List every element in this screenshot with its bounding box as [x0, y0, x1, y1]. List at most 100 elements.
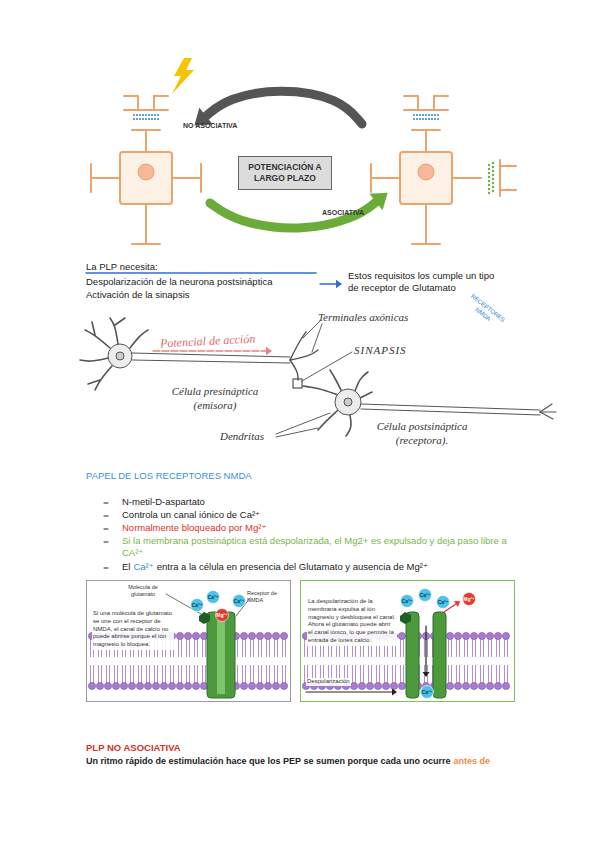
part-name: Terminales axónicas [318, 310, 408, 324]
dendrite [110, 318, 118, 344]
axon-terminal [290, 332, 306, 360]
neuron-line [137, 96, 139, 110]
axon [361, 409, 540, 415]
ion-label: Ca²⁺ [418, 588, 432, 602]
vesicle-dot [157, 118, 159, 120]
dendrite [95, 366, 112, 390]
lipid-head [272, 632, 279, 639]
ion-shape [437, 596, 450, 609]
lipid-head [184, 632, 191, 639]
vesicle-dot [416, 118, 418, 120]
bullet-text: El [122, 561, 130, 573]
vesicle-dot [488, 188, 490, 190]
vesicle-dot [422, 118, 424, 120]
bullet-text: Ca²⁺ [133, 561, 153, 573]
vesicle-dot [148, 118, 150, 120]
lipid-head [256, 632, 263, 639]
ion-shape [421, 686, 434, 699]
lipid-head [88, 682, 95, 689]
lipid-head [494, 632, 501, 639]
nmda-channel [433, 612, 446, 698]
lipid-head [502, 632, 509, 639]
vesicle-dot [154, 118, 156, 120]
vesicle-dot [133, 118, 135, 120]
vesicle-dot [151, 118, 153, 120]
neuron-nucleus [138, 164, 154, 180]
curved-arrow [210, 202, 376, 228]
neuron-line [132, 243, 160, 245]
vesicle-dot [492, 162, 494, 164]
neuron-nucleus [418, 164, 434, 180]
lipid-head [152, 682, 159, 689]
handwritten-note: RECEPTORES NMDA [463, 292, 507, 331]
bullet-dash [104, 516, 108, 517]
cell-nucleus [116, 352, 124, 360]
arrow-head [266, 347, 272, 355]
vesicle-dot [492, 186, 494, 188]
lipid-head [184, 682, 191, 689]
ion-circle: Ca²⁺ [206, 590, 220, 604]
lipid-head [486, 632, 493, 639]
lipid-head [144, 682, 151, 689]
vesicle-dot [428, 118, 430, 120]
leader-line [276, 428, 318, 437]
vesicle-dot [437, 118, 439, 120]
channel-pore [217, 620, 225, 694]
bullet-text: Normalmente bloqueado por Mg²⁺ [122, 522, 266, 534]
dendrite [80, 358, 108, 361]
vesicle-dot [492, 174, 494, 176]
bullet-text: entra a la célula en presencia del Gluta… [157, 561, 428, 573]
vesicle-dot [434, 118, 436, 120]
flow-arrow [425, 626, 426, 672]
dendrite [346, 415, 351, 436]
vesicle-dot [488, 164, 490, 166]
axon-terminal [290, 360, 298, 380]
neuron-line [412, 243, 440, 245]
neuron-body [400, 152, 452, 204]
lipid-head [168, 682, 175, 689]
lipid-head [128, 682, 135, 689]
process-box: POTENCIACIÓN A LARGO PLAZO [238, 156, 332, 190]
lipid-head [192, 632, 199, 639]
neuron-line [124, 109, 168, 111]
leader-line [302, 352, 352, 381]
vesicle-dot [416, 114, 418, 116]
dendrite [355, 372, 368, 391]
note-text: Estos requisitos los cumple un tipo de r… [348, 270, 500, 295]
vesicle-dot [413, 114, 415, 116]
lipid-head [398, 632, 405, 639]
ion-circle: Ca²⁺ [232, 594, 246, 608]
ion-circle: Mg²⁺ [462, 592, 476, 606]
callout-label: Molécula de glutamato [118, 584, 168, 598]
lipid-head [470, 632, 477, 639]
ion-label: Ca²⁺ [232, 594, 246, 608]
vesicle-dot [139, 118, 141, 120]
lipid-head [374, 682, 381, 689]
neuron-line [172, 177, 201, 179]
lipid-head [120, 682, 127, 689]
lipid-head [176, 682, 183, 689]
lipid-head [248, 632, 255, 639]
vesicle-dot [133, 114, 135, 116]
bullet-text: Si la membrana postsináptica está despol… [122, 535, 507, 560]
neuron-line [132, 129, 160, 131]
neuron-line [90, 164, 92, 192]
callout-label: Despolarización [306, 678, 351, 686]
vesicle-dot [428, 114, 430, 116]
vesicle-dot [157, 114, 159, 116]
vesicle-dot [492, 170, 494, 172]
neuron-body [120, 152, 172, 204]
ion-label: Mg²⁺ [462, 592, 476, 606]
vesicle-dot [142, 114, 144, 116]
vesicle-dot [492, 178, 494, 180]
neuron-line [425, 204, 427, 244]
lipid-head [96, 682, 103, 689]
axon-terminal [540, 412, 553, 419]
arrow-head [454, 601, 460, 607]
lipid-head [446, 682, 453, 689]
vesicle-dot [431, 114, 433, 116]
arrow-label: ASOCIATIVA [322, 208, 364, 217]
dendrite [92, 322, 95, 335]
